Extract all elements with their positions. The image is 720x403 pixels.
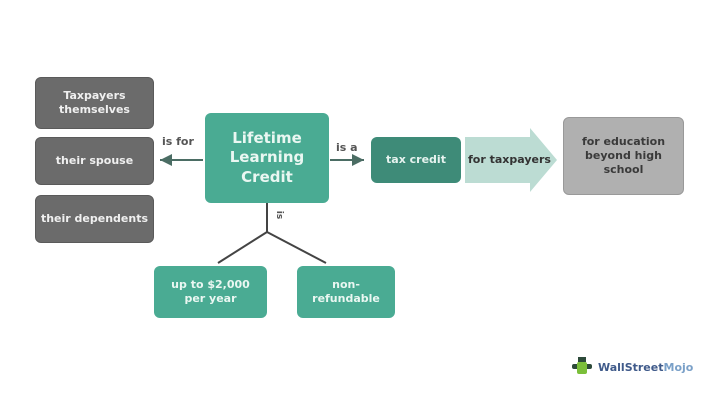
logo-text-2: Mojo: [663, 360, 694, 374]
for-taxpayers-label: for taxpayers: [468, 153, 551, 166]
is-a-label: is a: [336, 141, 358, 154]
education-box: for education beyond high school: [563, 117, 684, 195]
up-to-2000-box: up to $2,000 per year: [154, 266, 267, 318]
their-dependents-box: their dependents: [35, 195, 154, 243]
arrow-shape: [465, 128, 557, 192]
their-spouse-box: their spouse: [35, 137, 154, 185]
wallstreetmojo-logo: WallStreetMojo: [570, 356, 693, 378]
logo-text-1: WallStreet: [598, 360, 664, 374]
logo-icon: [572, 357, 592, 374]
is-for-label: is for: [162, 135, 194, 148]
tax-credit-box: tax credit: [371, 137, 461, 183]
lifetime-learning-credit-box: Lifetime Learning Credit: [205, 113, 329, 203]
taxpayers-themselves-box: Taxpayers themselves: [35, 77, 154, 129]
is-label: is: [274, 210, 285, 220]
non-refundable-box: non-refundable: [297, 266, 395, 318]
